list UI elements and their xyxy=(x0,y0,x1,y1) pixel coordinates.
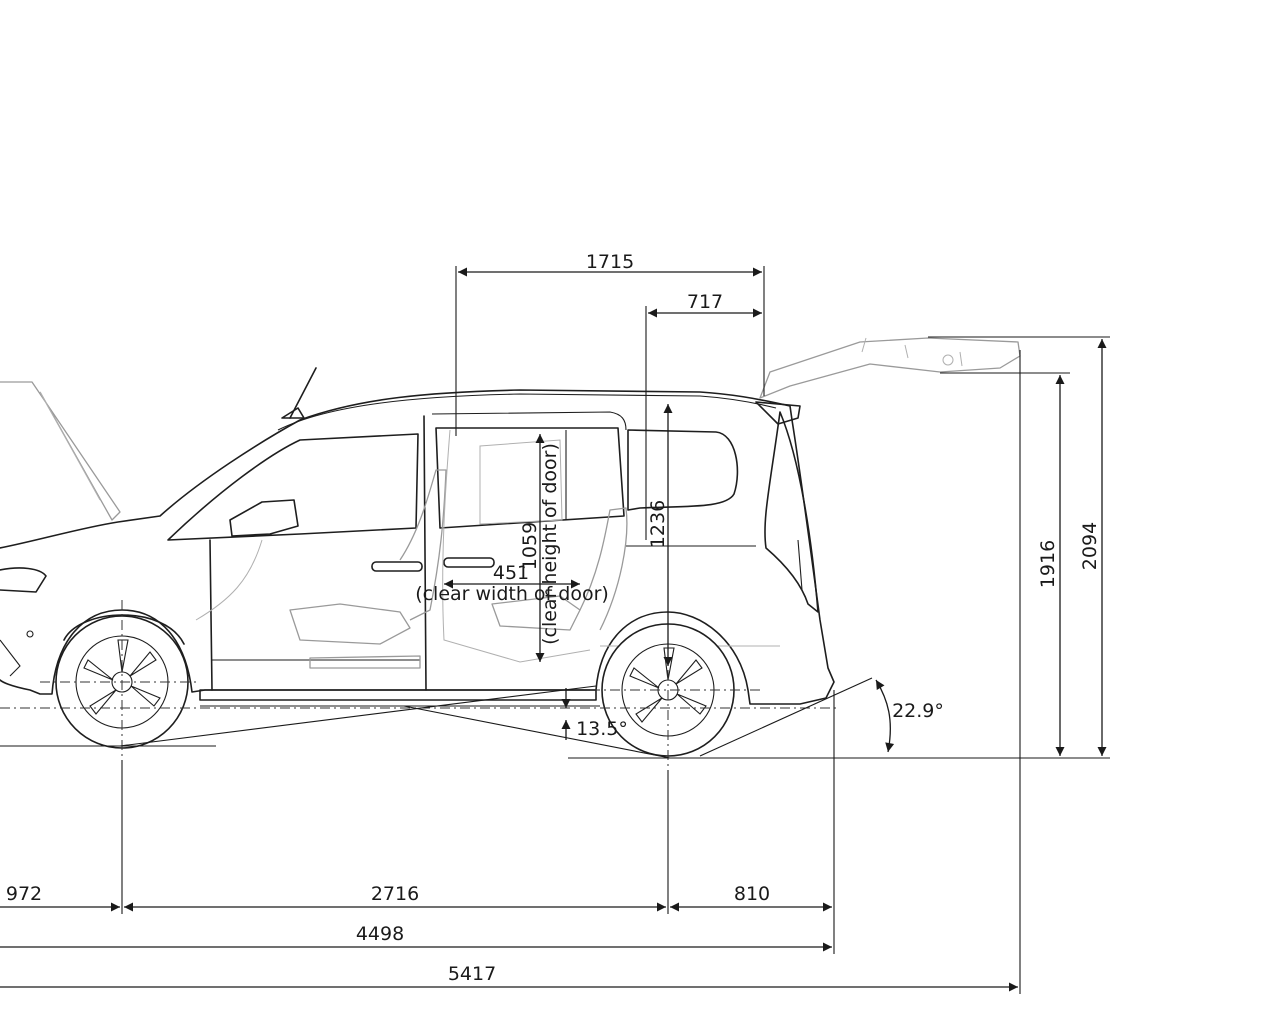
extension-lines xyxy=(121,266,1110,994)
front-side-window xyxy=(167,433,419,541)
rear-quarter-window xyxy=(627,429,739,511)
label-810: 810 xyxy=(734,883,770,905)
label-2716: 2716 xyxy=(371,883,419,905)
label-door-height-note: (clear height of door) xyxy=(539,443,561,645)
label-13-5: 13.5° xyxy=(576,718,628,740)
label-717: 717 xyxy=(687,291,723,313)
sliding-door-window xyxy=(435,427,625,529)
label-2094: 2094 xyxy=(1079,522,1101,570)
label-door-width-note: (clear width of door) xyxy=(415,583,609,605)
label-1236: 1236 xyxy=(647,500,669,548)
label-1059: 1059 xyxy=(519,522,541,570)
label-972: 972 xyxy=(6,883,42,905)
vehicle-side-view xyxy=(0,337,1021,757)
label-22-9: 22.9° xyxy=(892,700,944,722)
open-tailgate-outline xyxy=(759,337,1021,399)
departure-angle-lines xyxy=(699,677,895,757)
label-1916: 1916 xyxy=(1037,540,1059,588)
dimension-labels: 1715 717 1236 1059 (clear height of door… xyxy=(6,251,1101,985)
label-4498: 4498 xyxy=(356,923,404,945)
interior-seats-outline xyxy=(195,429,780,669)
dimension-lines xyxy=(0,267,1107,992)
ramp-angle-lines xyxy=(119,685,671,759)
label-1715: 1715 xyxy=(586,251,634,273)
open-hood-outline xyxy=(0,381,121,521)
label-5417: 5417 xyxy=(448,963,496,985)
label-451: 451 xyxy=(493,562,529,584)
